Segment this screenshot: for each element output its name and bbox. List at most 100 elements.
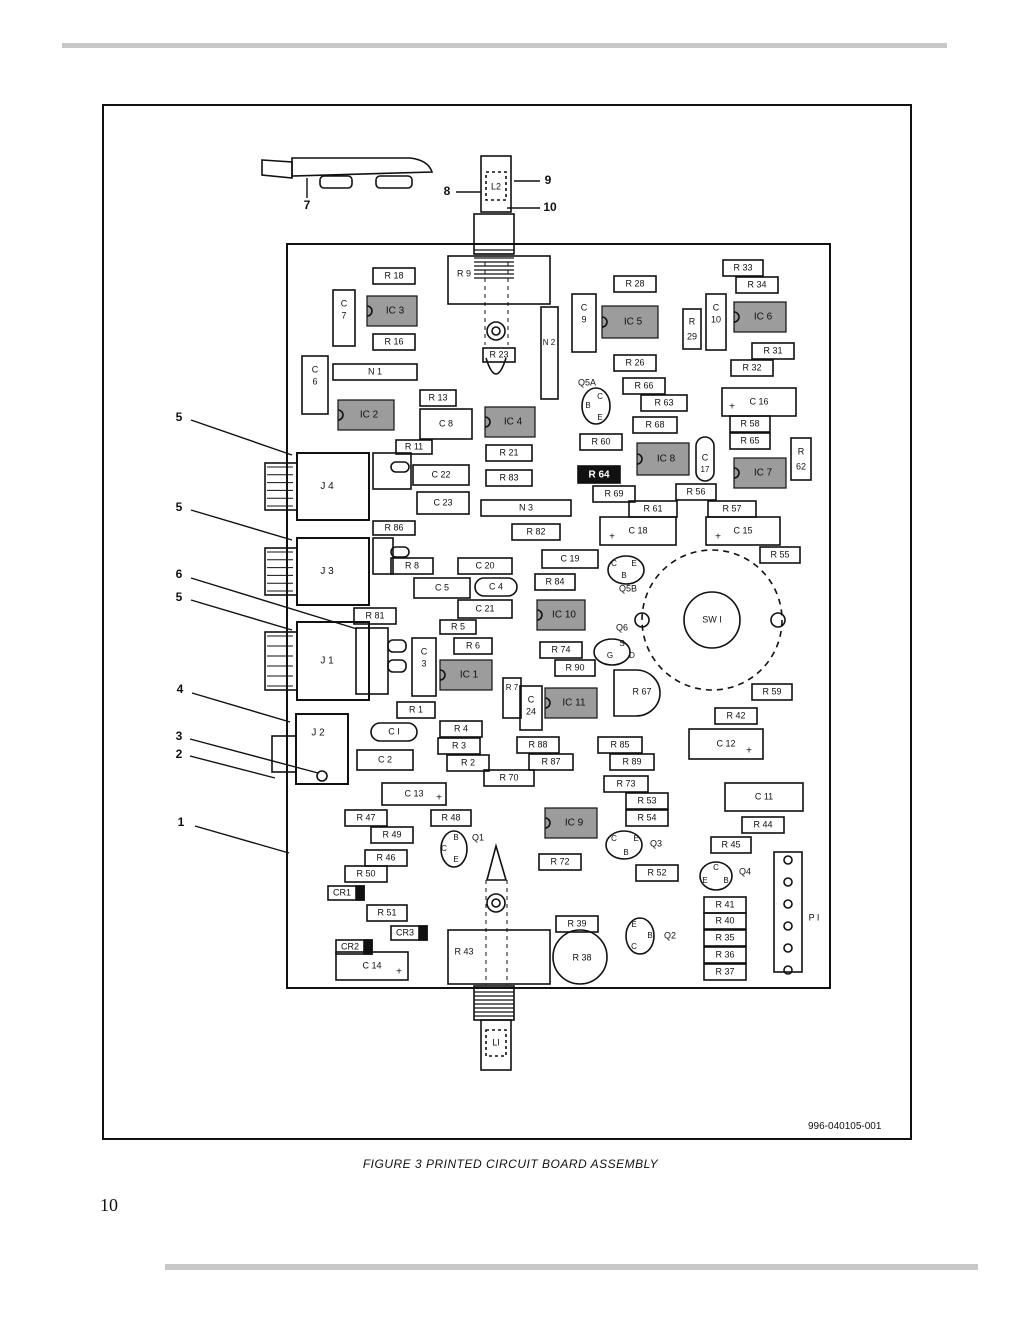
- polarity-mark-1: +: [609, 532, 615, 543]
- resistor-r9: [447, 255, 551, 305]
- ic-notch: [601, 316, 608, 328]
- callout-5b: 5: [176, 500, 183, 514]
- resistor-r52: [635, 864, 679, 882]
- resistor-label-r28: R 28: [625, 278, 644, 288]
- capacitor-label-c18: C 18: [628, 525, 647, 535]
- callout-leader-3: [189, 738, 319, 774]
- diode-cr3-band: [418, 925, 428, 941]
- resistor-r16: [372, 333, 416, 351]
- capacitor-label-c17-b: 17: [701, 465, 710, 474]
- transistor-q6-pin-d-2: D: [629, 651, 635, 660]
- resistor-r3: [437, 737, 481, 755]
- resistor-label-r90: R 90: [565, 662, 584, 672]
- capacitor-c19: [541, 549, 599, 569]
- resistor-label-r40: R 40: [715, 915, 734, 925]
- transistor-q5a: [581, 387, 611, 425]
- callout-3: 3: [176, 729, 183, 743]
- ic-label-ic11: IC 11: [562, 698, 586, 709]
- resistor-r55: [759, 546, 801, 564]
- resistor-r65: [729, 432, 771, 450]
- coil-l1-core: [485, 1029, 507, 1057]
- resistor-r4: [439, 720, 483, 738]
- capacitor-label-c21: C 21: [475, 603, 494, 613]
- jack-label-j2: J 2: [311, 728, 325, 739]
- resistor-r23: [482, 347, 516, 363]
- resistor-label-r6: R 6: [466, 640, 480, 650]
- transistor-q4: [699, 861, 733, 891]
- capacitor-label-c1: C I: [388, 726, 400, 736]
- ic-ic5: [601, 305, 659, 339]
- resistor-label-r47: R 47: [356, 812, 375, 822]
- resistor-label-r37: R 37: [715, 966, 734, 976]
- resistor-label-r21: R 21: [499, 447, 518, 457]
- capacitor-label-c3-b: 3: [421, 658, 426, 668]
- switch-sw1-outline: [641, 549, 783, 691]
- capacitor-label-c5: C 5: [435, 582, 449, 592]
- ic-notch: [439, 669, 446, 681]
- resistor-r28: [613, 275, 657, 293]
- resistor-label-r56: R 56: [686, 486, 705, 496]
- resistor-r35: [703, 929, 747, 947]
- capacitor-label-c6-a: C: [312, 364, 319, 374]
- resistor-label-r23: R 23: [489, 349, 508, 359]
- callout-7: 7: [304, 198, 311, 212]
- resistor-label-r62-b: 62: [796, 461, 806, 471]
- capacitor-label-c15: C 15: [733, 525, 752, 535]
- callout-5a: 5: [176, 410, 183, 424]
- resistor-r63: [640, 394, 688, 412]
- resistor-label-r84: R 84: [545, 576, 564, 586]
- resistor-r29: [682, 308, 702, 350]
- resistor-label-r65: R 65: [740, 435, 759, 445]
- capacitor-label-c4: C 4: [489, 581, 503, 591]
- jack-j4-slot: [390, 461, 410, 473]
- ic-notch: [536, 609, 543, 621]
- ic-label-ic5: IC 5: [624, 317, 643, 328]
- resistor-label-r73: R 73: [616, 778, 635, 788]
- resistor-r11: [395, 439, 433, 455]
- diode-cr1-band: [355, 885, 365, 901]
- resistor-r60: [579, 433, 623, 451]
- resistor-label-r32: R 32: [742, 362, 761, 372]
- resistor-label-r86: R 86: [384, 522, 403, 532]
- switch-sw1-lug-right: [770, 612, 786, 628]
- resistor-n2: [540, 306, 559, 400]
- ic-notch: [636, 453, 643, 465]
- callout-8: 8: [444, 184, 451, 198]
- callout-2: 2: [176, 747, 183, 761]
- resistor-r43: [447, 929, 551, 985]
- capacitor-c21: [457, 599, 513, 619]
- resistor-r51: [366, 904, 408, 922]
- ic-label-ic4: IC 4: [504, 417, 523, 428]
- capacitor-label-c20: C 20: [475, 560, 494, 570]
- capacitor-label-c11: C 11: [755, 791, 773, 801]
- jack-j2-hole: [316, 770, 328, 782]
- transistor-q6-pin-g-1: G: [607, 651, 613, 660]
- resistor-r32: [730, 359, 774, 377]
- resistor-label-r44: R 44: [753, 819, 772, 829]
- capacitor-label-c7-b: 7: [341, 310, 346, 320]
- resistor-r86: [372, 520, 416, 536]
- resistor-r31: [751, 342, 795, 360]
- resistor-label-r89: R 89: [622, 756, 641, 766]
- resistor-r36: [703, 946, 747, 964]
- ic-ic11: [544, 687, 598, 719]
- transistor-q2-pin-c-2: C: [631, 942, 637, 951]
- resistor-label-r33: R 33: [733, 262, 752, 272]
- resistor-r13: [419, 389, 457, 407]
- transistor-q1-pin-e-2: E: [453, 855, 458, 864]
- resistor-label-r53: R 53: [637, 795, 656, 805]
- resistor-label-r61: R 61: [643, 503, 662, 513]
- transistor-q4-pin-e-1: E: [702, 876, 707, 885]
- capacitor-c4: [474, 577, 518, 597]
- ic-label-ic1: IC 1: [460, 670, 479, 681]
- capacitor-label-c10-a: C: [713, 302, 720, 312]
- resistor-label-r88: R 88: [528, 739, 547, 749]
- resistor-label-r50: R 50: [356, 868, 375, 878]
- transistor-label-q6: Q6: [616, 622, 628, 632]
- transistor-label-q5b: Q5B: [619, 583, 637, 593]
- capacitor-label-c9-a: C: [581, 302, 588, 312]
- connector-p1-pin: [783, 855, 793, 865]
- resistor-label-n3: N 3: [519, 502, 533, 512]
- callout-1: 1: [178, 815, 185, 829]
- resistor-r33: [722, 259, 764, 277]
